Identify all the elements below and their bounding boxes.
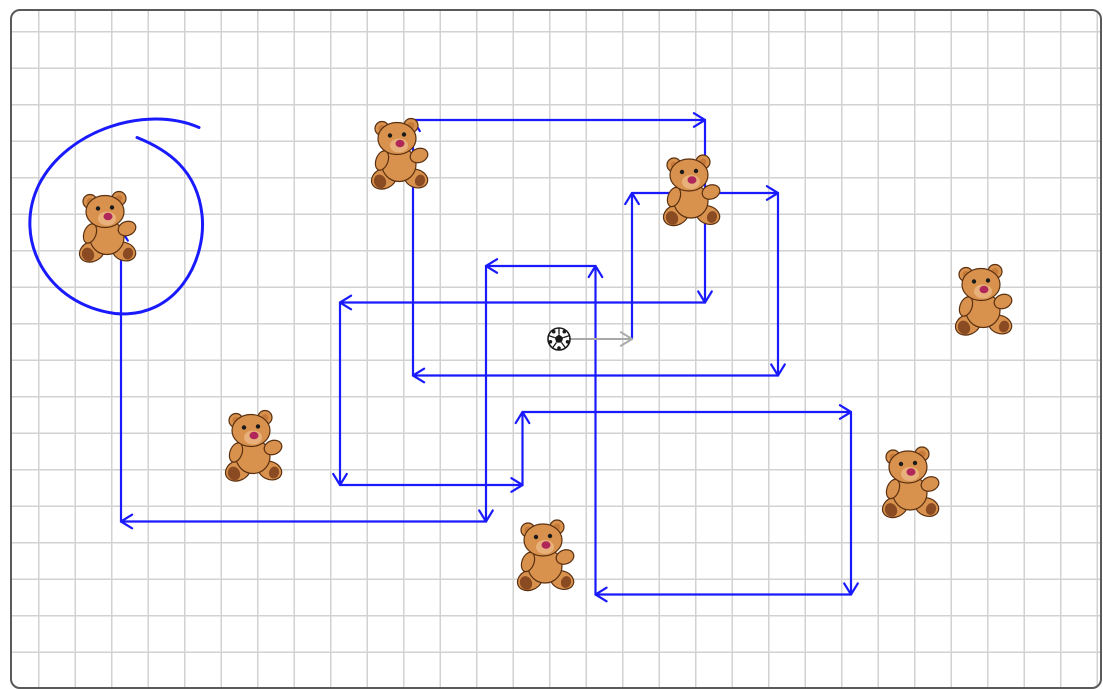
path-arrow-12 bbox=[521, 404, 853, 420]
path-arrow-11 bbox=[514, 410, 531, 487]
teddy-bear-icon[interactable] bbox=[367, 117, 431, 194]
teddy-bear-icon[interactable] bbox=[513, 519, 577, 596]
bear-path bbox=[113, 112, 859, 603]
path-arrow-3 bbox=[770, 191, 786, 377]
soccer-ball-icon[interactable] bbox=[547, 327, 571, 351]
teddy-bear-icon[interactable] bbox=[75, 190, 139, 267]
path-arrow-6 bbox=[411, 112, 707, 128]
path-arrow-13 bbox=[843, 410, 859, 596]
path-arrow-18 bbox=[119, 513, 488, 530]
board-overlay bbox=[28, 112, 1015, 603]
teddy-bear-icon[interactable] bbox=[951, 263, 1015, 340]
path-arrow-17 bbox=[478, 264, 494, 523]
ball-direction-arrow bbox=[568, 331, 633, 347]
path-arrow-1 bbox=[624, 191, 640, 341]
path-arrow-19 bbox=[113, 228, 129, 523]
ball-layer bbox=[547, 327, 633, 351]
path-arrow-16 bbox=[484, 258, 597, 274]
teddy-bear-icon[interactable] bbox=[659, 154, 723, 231]
teddy-bear-icon[interactable] bbox=[221, 409, 285, 486]
bear-layer bbox=[28, 117, 1015, 596]
teddy-bear-icon[interactable] bbox=[878, 446, 942, 523]
path-arrow-8 bbox=[338, 294, 707, 311]
path-arrow-14 bbox=[594, 586, 853, 603]
path-arrow-9 bbox=[332, 301, 348, 487]
path-arrow-10 bbox=[338, 477, 524, 493]
circled-bear-marker bbox=[28, 117, 205, 316]
path-arrow-15 bbox=[587, 264, 604, 596]
